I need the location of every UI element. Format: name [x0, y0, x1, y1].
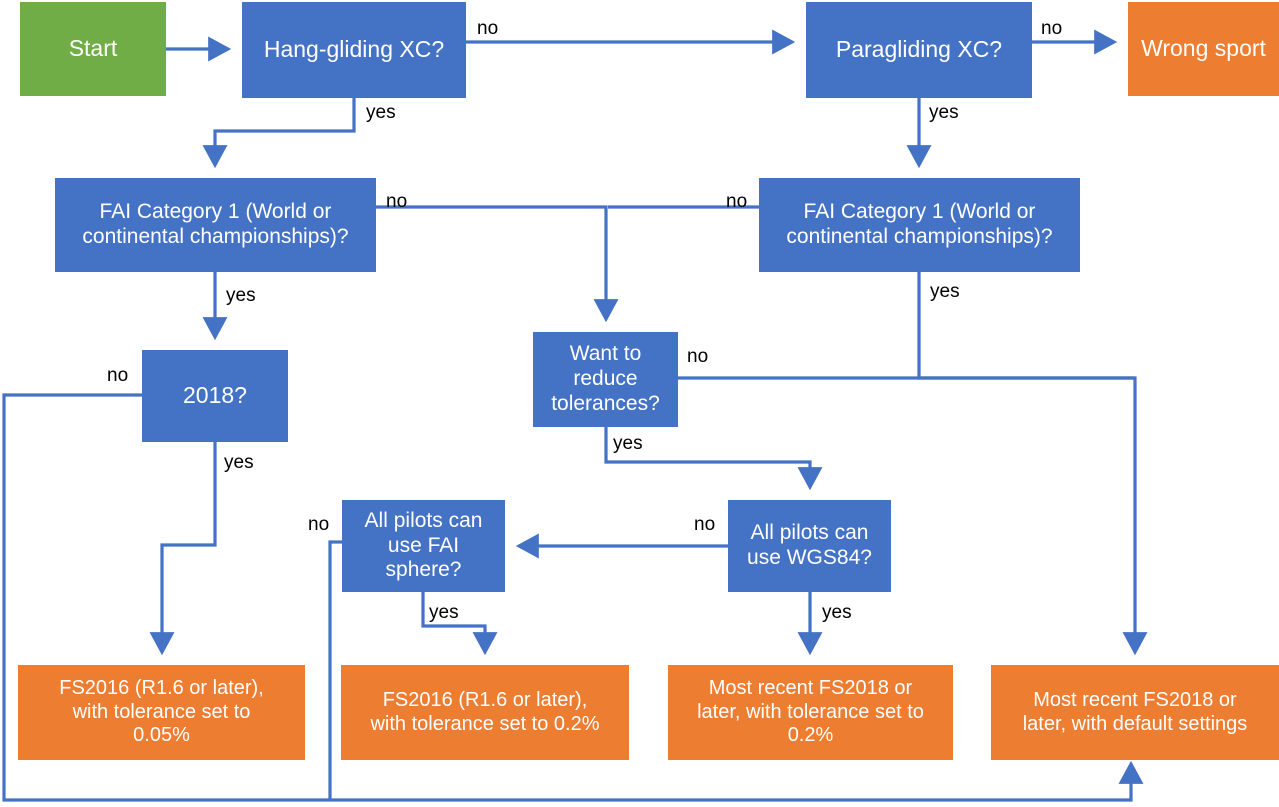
edge-label-fai-cat1-hg-no: no: [386, 191, 408, 212]
edge-label-fai-sphere-no: no: [308, 514, 330, 535]
edge-2018-yes-to-fs2016-005: [149, 442, 217, 656]
node-output-fs2016-tolerance-02[interactable]: FS2016 (R1.6 or later), with tolerance s…: [341, 665, 629, 760]
edge-label-fai-sphere-yes: yes: [429, 602, 459, 623]
node-all-pilots-fai-sphere[interactable]: All pilots can use FAI sphere?: [342, 500, 505, 592]
edge-label-2018-yes: yes: [224, 452, 254, 473]
node-paragliding-xc[interactable]: Paragliding XC?: [806, 2, 1032, 98]
node-output-fs2018-tolerance-02[interactable]: Most recent FS2018 or later, with tolera…: [668, 665, 953, 760]
edge-label-fai-cat1-pg-yes: yes: [930, 281, 960, 302]
edge-label-paragliding-yes: yes: [929, 102, 959, 123]
node-output-fs2018-default[interactable]: Most recent FS2018 or later, with defaul…: [991, 665, 1279, 760]
edge-label-wgs84-yes: yes: [822, 602, 852, 623]
node-want-to-reduce-tolerances[interactable]: Want to reduce tolerances?: [533, 332, 678, 427]
node-wrong-sport[interactable]: Wrong sport: [1128, 2, 1279, 96]
edge-label-hang-gliding-yes: yes: [366, 102, 396, 123]
edge-label-paragliding-no: no: [1041, 18, 1063, 39]
edge-fai-cat1-pg-yes-to-default-settings: [917, 272, 1148, 656]
edge-fai-cat1-hg-no-to-reduce-tolerances: [376, 205, 619, 323]
node-fai-category-1-hg[interactable]: FAI Category 1 (World or continental cha…: [55, 178, 376, 272]
node-fai-category-1-pg[interactable]: FAI Category 1 (World or continental cha…: [759, 178, 1080, 272]
node-year-2018[interactable]: 2018?: [142, 350, 288, 442]
node-all-pilots-wgs84[interactable]: All pilots can use WGS84?: [728, 500, 891, 592]
node-start[interactable]: Start: [20, 2, 166, 96]
edge-label-fai-cat1-pg-no: no: [726, 191, 748, 212]
edge-label-reduce-tolerances-no: no: [687, 346, 709, 367]
edge-label-2018-no: no: [107, 365, 129, 386]
edge-label-reduce-tolerances-yes: yes: [613, 433, 643, 454]
edge-label-hang-gliding-no: no: [477, 18, 499, 39]
node-output-fs2016-tolerance-005[interactable]: FS2016 (R1.6 or later), with tolerance s…: [18, 665, 305, 760]
node-hang-gliding-xc[interactable]: Hang-gliding XC?: [242, 2, 466, 98]
edge-hang-gliding-yes-to-fai-cat1-hg: [202, 98, 356, 169]
edge-label-wgs84-no: no: [694, 514, 716, 535]
edge-label-fai-cat1-hg-yes: yes: [226, 285, 256, 306]
